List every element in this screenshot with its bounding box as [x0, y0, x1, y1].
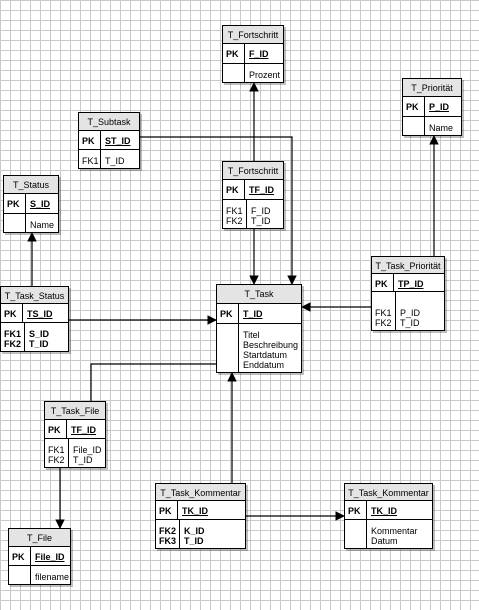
attribute: Name: [30, 220, 55, 230]
attribute: T_ID: [29, 339, 49, 349]
attribute: P_ID: [400, 308, 421, 318]
entity-t-task-prioritaet[interactable]: T_Task_Priorität PK TP_ID FK1 FK2 P_ID T…: [371, 256, 445, 331]
key-column: [9, 566, 31, 584]
attribute: File_ID: [73, 445, 102, 455]
entity-t-subtask[interactable]: T_Subtask PK ST_ID FK1 T_ID: [78, 112, 140, 169]
foreign-key-label: FK3: [159, 536, 177, 546]
attribute: T_ID: [400, 318, 420, 328]
primary-key: TF_ID: [249, 185, 275, 196]
entity-t-prioritaet[interactable]: T_Priorität PK P_ID Name: [402, 78, 462, 136]
attribute: Enddatum: [243, 360, 285, 370]
foreign-key-label: FK2: [375, 318, 392, 328]
pk-label: PK: [9, 546, 31, 565]
primary-key: P_ID: [429, 102, 450, 113]
foreign-key-label: FK1: [48, 445, 65, 455]
attribute: filename: [35, 572, 70, 582]
primary-key: S_ID: [30, 199, 51, 210]
primary-key: TS_ID: [27, 309, 53, 320]
pk-label: PK: [79, 130, 101, 149]
primary-key: TP_ID: [398, 278, 424, 289]
pk-label: PK: [403, 97, 425, 116]
primary-key: File_ID: [35, 551, 65, 562]
entity-t-fortschritt-top[interactable]: T_Fortschritt PK F_ID Prozent: [222, 25, 284, 83]
entity-t-task-status[interactable]: T_Task_Status PK TS_ID FK1 FK2 S_ID T_ID: [0, 286, 69, 352]
entity-t-task[interactable]: T_Task PK T_ID Titel Beschreibung Startd…: [216, 284, 302, 373]
foreign-key-label: FK2: [226, 216, 243, 226]
primary-key: T_ID: [243, 308, 263, 319]
entity-title: T_Task_Priorität: [372, 257, 444, 274]
attribute: T_ID: [73, 455, 93, 465]
attribute: Prozent: [249, 70, 281, 80]
attribute: Startdatum: [243, 350, 288, 360]
foreign-key-label: FK1: [226, 206, 243, 216]
entity-title: T_Task_Kommentar: [345, 484, 432, 502]
pk-label: PK: [223, 44, 245, 63]
attribute: Beschreibung: [243, 340, 299, 350]
entity-title: T_Task: [217, 285, 301, 304]
attribute: Name: [429, 123, 454, 133]
key-column: [223, 64, 245, 82]
attribute: T_ID: [105, 156, 125, 166]
primary-key: TK_ID: [182, 506, 209, 517]
primary-key: TF_ID: [71, 424, 97, 435]
attribute: Kommentar: [371, 526, 418, 536]
attribute: Datum: [371, 536, 398, 546]
pk-label: PK: [4, 194, 26, 213]
entity-title: T_Subtask: [79, 113, 139, 131]
pk-label: PK: [45, 419, 67, 438]
foreign-key-label: FK2: [4, 339, 22, 349]
attribute: F_ID: [251, 206, 271, 216]
foreign-key-label: FK1: [4, 329, 22, 339]
entity-title: T_Fortschritt: [223, 26, 283, 45]
primary-key: ST_ID: [105, 135, 131, 146]
pk-label: PK: [1, 304, 23, 322]
entity-t-status[interactable]: T_Status PK S_ID Name: [3, 175, 59, 233]
pk-label: PK: [345, 501, 367, 519]
attribute: S_ID: [29, 329, 50, 339]
entity-t-fortschritt-mid[interactable]: T_Fortschritt PK TF_ID FK1 FK2 F_ID T_ID: [222, 161, 284, 229]
foreign-key-label: FK1: [375, 308, 392, 318]
attribute: K_ID: [184, 526, 205, 536]
entity-title: T_Fortschritt: [223, 162, 283, 181]
key-column: [403, 117, 425, 135]
key-column: [345, 520, 367, 548]
entity-t-task-kommentar-right[interactable]: T_Task_Kommentar PK TK_ID Kommentar Datu…: [344, 483, 433, 549]
primary-key: TK_ID: [371, 506, 398, 517]
entity-title: T_Task_Kommentar: [156, 484, 245, 502]
entity-title: T_Task_File: [45, 402, 105, 420]
attribute: T_ID: [251, 216, 271, 226]
entity-title: T_File: [9, 529, 70, 547]
key-column: [4, 214, 26, 232]
pk-label: PK: [156, 501, 178, 519]
entity-title: T_Task_Status: [1, 287, 68, 305]
attribute: Titel: [243, 330, 260, 340]
connector-task-file-task: [90, 363, 216, 401]
key-column: [217, 324, 239, 372]
foreign-key-label: FK2: [159, 526, 177, 536]
foreign-key-label: FK2: [48, 455, 65, 465]
entity-t-file[interactable]: T_File PK File_ID filename: [8, 528, 71, 585]
pk-label: PK: [217, 303, 239, 323]
pk-label: PK: [223, 180, 245, 199]
attribute: T_ID: [184, 536, 204, 546]
entity-title: T_Status: [4, 176, 58, 195]
entity-t-task-file[interactable]: T_Task_File PK TF_ID FK1 FK2 File_ID T_I…: [44, 401, 106, 468]
pk-label: PK: [372, 273, 394, 291]
entity-title: T_Priorität: [403, 79, 461, 98]
entity-t-task-kommentar-left[interactable]: T_Task_Kommentar PK TK_ID FK2 FK3 K_ID T…: [155, 483, 246, 549]
foreign-key-label: FK1: [82, 156, 99, 166]
primary-key: F_ID: [249, 49, 269, 60]
